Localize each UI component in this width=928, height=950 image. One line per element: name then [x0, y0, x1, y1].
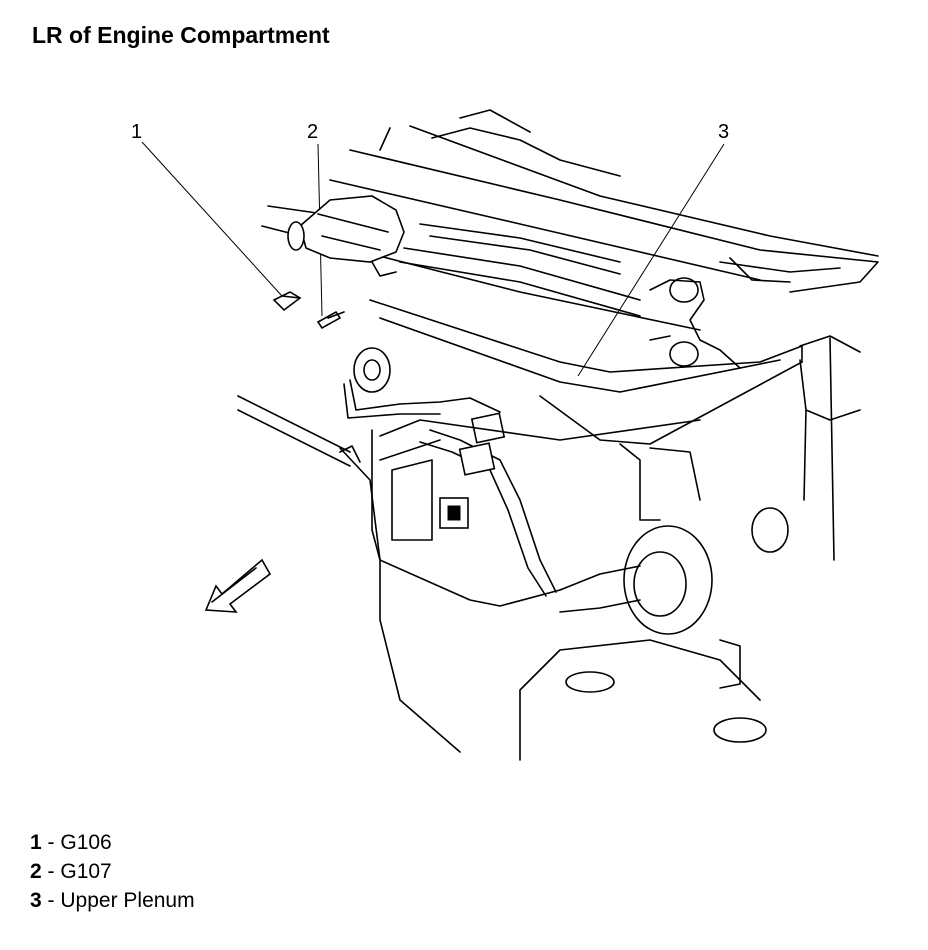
legend: 1 - G106 2 - G107 3 - Upper Plenum — [30, 828, 195, 915]
callout-number-2: 2 — [307, 121, 318, 143]
callout-number-1: 1 — [131, 121, 142, 143]
callout-number-3: 3 — [718, 121, 729, 143]
blower-assembly — [559, 443, 713, 635]
leader-line-3 — [577, 143, 725, 377]
legend-label: G106 — [60, 831, 112, 854]
legend-item-2: 2 - G107 — [30, 860, 112, 883]
legend-number: 2 — [30, 860, 42, 883]
front-arrow-icon — [204, 558, 272, 613]
legend-item-3: 3 - Upper Plenum — [30, 889, 195, 912]
legend-label: G107 — [60, 860, 112, 883]
legend-label: Upper Plenum — [60, 889, 195, 912]
wiper-linkage — [399, 223, 741, 369]
wiring-harness — [343, 347, 557, 597]
legend-number: 1 — [30, 831, 42, 854]
legend-number: 3 — [30, 889, 42, 912]
ground-g107 — [316, 310, 345, 330]
upper-plenum — [369, 299, 803, 445]
inner-fender — [339, 419, 767, 761]
wiper-motor — [287, 195, 405, 277]
legend-item-1: 1 - G106 — [30, 831, 112, 854]
leader-line-1 — [141, 141, 283, 297]
right-side-panel — [751, 335, 861, 561]
cowl-panel — [261, 109, 879, 331]
ground-g106 — [272, 291, 302, 312]
diagram-title: LR of Engine Compartment — [32, 22, 330, 48]
hood-hinge — [237, 395, 361, 467]
